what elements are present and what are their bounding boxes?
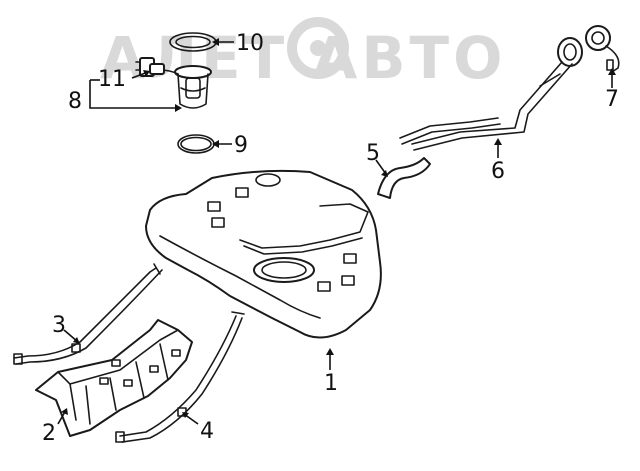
- part-11-sender-unit: [135, 57, 165, 77]
- part-8-fuel-pump-module: [159, 65, 212, 109]
- part-5-hose: [377, 157, 431, 199]
- watermark-text: АЛЕТ АВТО: [100, 24, 506, 92]
- part-6-filler-pipe: [399, 37, 583, 151]
- callout-2: 2: [42, 421, 56, 446]
- callout-1: 1: [324, 371, 338, 396]
- part-7-fuel-cap: [585, 25, 620, 73]
- watermark: АЛЕТ АВТО: [100, 17, 506, 92]
- part-1-fuel-tank: [145, 169, 382, 339]
- callout-5: 5: [366, 141, 380, 166]
- callout-10: 10: [236, 31, 264, 56]
- part-2-heat-shield: [35, 319, 193, 437]
- callout-6: 6: [491, 159, 505, 184]
- callout-11: 11: [98, 67, 126, 92]
- callout-7: 7: [605, 87, 619, 112]
- callout-9: 9: [234, 133, 248, 158]
- callout-arrowheads: [61, 38, 616, 418]
- leader-8: [89, 80, 180, 109]
- callout-labels: 10 11 8 9 5 6 7 1 3 4 2: [42, 31, 619, 446]
- part-3-strap: [13, 263, 163, 365]
- watermark-gear-icon: [287, 17, 349, 79]
- part-9-gasket: [177, 134, 215, 154]
- callout-3: 3: [52, 313, 66, 338]
- part-4-strap: [115, 311, 245, 443]
- callout-8: 8: [68, 89, 82, 114]
- callout-4: 4: [200, 419, 214, 444]
